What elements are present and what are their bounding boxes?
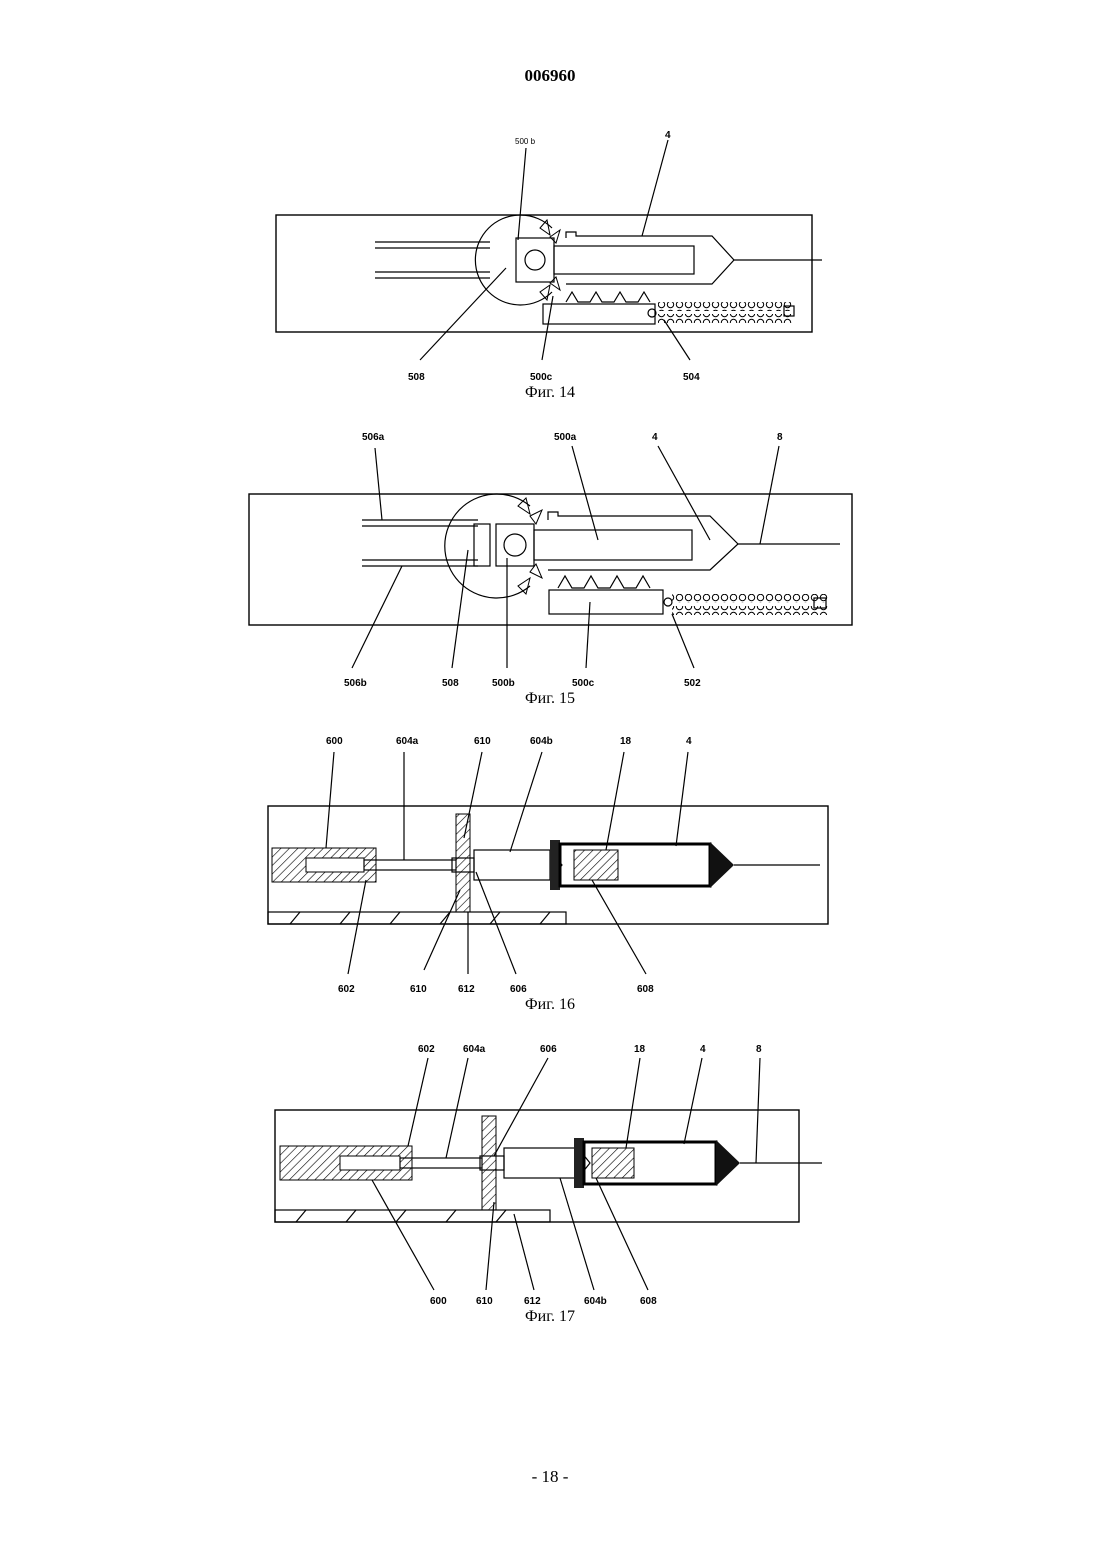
label-612: 612	[524, 1296, 541, 1307]
label-4: 4	[686, 736, 692, 747]
label-606: 606	[540, 1044, 557, 1055]
figure-caption: Фиг. 15	[0, 690, 1100, 708]
label-600: 600	[430, 1296, 447, 1307]
label-508: 508	[408, 372, 425, 383]
figure-caption: Фиг. 14	[0, 384, 1100, 402]
label-604a: 604a	[463, 1044, 486, 1055]
label-602: 602	[418, 1044, 435, 1055]
label-608: 608	[640, 1296, 657, 1307]
rack	[543, 304, 655, 324]
document-number: 006960	[0, 66, 1100, 86]
label-508: 508	[442, 678, 459, 689]
label-610-lower: 610	[410, 984, 427, 995]
label-8: 8	[777, 432, 783, 443]
label-604b: 604b	[584, 1296, 607, 1307]
figure-15: 506a 500a 4 8 506b 508 500b 500c 502 Фиг…	[0, 422, 1100, 714]
gear-wheel	[445, 494, 530, 598]
label-4: 4	[652, 432, 658, 443]
label-500b: 500b	[492, 678, 515, 689]
label-500a: 500a	[554, 432, 577, 443]
label-500c: 500c	[572, 678, 595, 689]
label-18: 18	[620, 736, 632, 747]
label-600: 600	[326, 736, 343, 747]
label-502: 502	[684, 678, 701, 689]
figure-17: 602 604a 606 18 4 8 600 610 612 604b 608…	[0, 1036, 1100, 1332]
label-610: 610	[474, 736, 491, 747]
page-label: - 18 -	[0, 1467, 1100, 1487]
label-504: 504	[683, 372, 700, 383]
label-602: 602	[338, 984, 355, 995]
pivot-circle	[504, 534, 526, 556]
figure-14-drawing: 500 b 4 508 500c 504	[0, 120, 1100, 390]
label-4: 4	[665, 130, 671, 141]
label-610: 610	[476, 1296, 493, 1307]
label-4: 4	[700, 1044, 706, 1055]
label-612: 612	[458, 984, 475, 995]
label-500b: 500 b	[515, 137, 536, 146]
figure-16: 600 604a 610 604b 18 4 602 610 612 606 6…	[0, 730, 1100, 1020]
rack	[549, 590, 663, 614]
figure-16-drawing: 600 604a 610 604b 18 4 602 610 612 606 6…	[0, 730, 1100, 1002]
figure-15-drawing: 506a 500a 4 8 506b 508 500b 500c 502	[0, 422, 1100, 694]
figure-17-drawing: 602 604a 606 18 4 8 600 610 612 604b 608	[0, 1036, 1100, 1308]
label-506b: 506b	[344, 678, 367, 689]
label-506a: 506a	[362, 432, 385, 443]
figure-caption: Фиг. 17	[0, 1308, 1100, 1326]
label-8: 8	[756, 1044, 762, 1055]
label-604a: 604a	[396, 736, 419, 747]
label-608: 608	[637, 984, 654, 995]
label-18: 18	[634, 1044, 646, 1055]
figure-caption: Фиг. 16	[0, 996, 1100, 1014]
label-604b: 604b	[530, 736, 553, 747]
label-500c: 500c	[530, 372, 553, 383]
pivot-circle	[525, 250, 545, 270]
figure-14: 500 b 4 508 500c 504 Фиг. 14	[0, 120, 1100, 410]
label-606: 606	[510, 984, 527, 995]
